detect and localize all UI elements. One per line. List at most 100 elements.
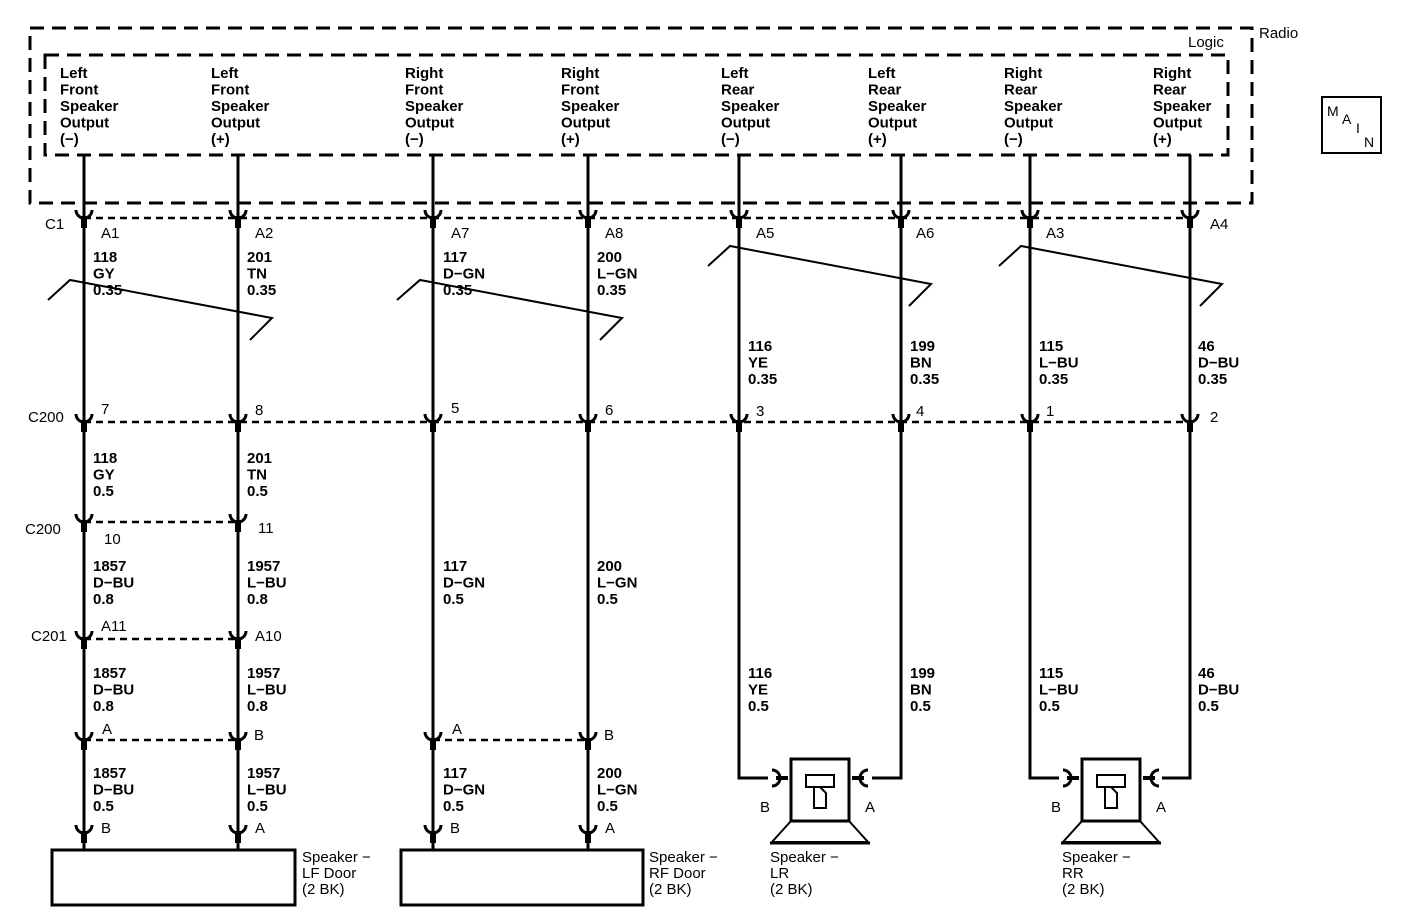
radio-output-3-line-1: Right — [405, 65, 443, 82]
wire-lf-lower2-2-circuit: 1957 — [247, 665, 280, 682]
c200-top-pin-7-male — [1027, 420, 1033, 432]
wire-runs — [82, 155, 1192, 850]
wire-rf-lower2-2-circuit: 200 — [597, 765, 622, 782]
rr-pin-a-male — [1143, 776, 1155, 780]
wire-rear-upper-2-circuit: 199 — [910, 338, 935, 355]
wire-rear-upper-1-circuit: 116 — [748, 338, 772, 355]
pin-labels: A1 A2 A7 A8 A5 A6 A3 A4 7 8 5 6 3 4 1 2 … — [101, 216, 1228, 837]
connector-pin-symbols — [74, 209, 1200, 843]
wire-lf-mid-2-circuit: 201 — [247, 450, 272, 467]
lf-door-speaker-box — [50, 848, 297, 907]
lr-speaker-line3: (2 BK) — [770, 881, 813, 898]
wire-lf-lower1-2-size: 0.8 — [247, 591, 268, 608]
radio-output-7-line-1: Right — [1004, 65, 1042, 82]
twist-marker-rf — [396, 278, 625, 341]
wire-lf-lower2-1-color: D−BU — [93, 682, 134, 699]
main-box-outline — [1321, 96, 1382, 154]
radio-output-1-line-5: (−) — [60, 131, 79, 148]
rr-pin-b: B — [1051, 799, 1061, 816]
wire-lf-mid-1-circuit: 118 — [93, 450, 117, 467]
lf-door-pin-1-male — [81, 831, 87, 843]
radio-output-5-line-4: Output — [721, 115, 770, 132]
pin-label-4: 4 — [916, 403, 924, 420]
wire-front-upper-1-size: 0.35 — [93, 282, 122, 299]
radio-output-4-line-3: Speaker — [561, 98, 620, 115]
wire-lf-lower1-1-color: D−BU — [93, 575, 134, 592]
c200-top-pin-6-male — [898, 420, 904, 432]
wire-rear-lower-1-size: 0.5 — [748, 698, 769, 715]
rr-speaker-magnet-top — [1096, 774, 1126, 788]
c1-pin-1-male — [81, 216, 87, 228]
lr-speaker-magnet-stem — [813, 786, 827, 809]
wire-lf-lower3-1-circuit: 1857 — [93, 765, 126, 782]
radio-output-8-line-3: Speaker — [1153, 98, 1212, 115]
wire-lf-lower3-1-size: 0.5 — [93, 798, 114, 815]
c201-pin-1-male — [81, 637, 87, 649]
wire-rf-lower2-2-size: 0.5 — [597, 798, 618, 815]
radio-output-5-line-1: Left — [721, 65, 749, 82]
radio-module: Radio Logic — [28, 25, 1298, 205]
rf-door-pin-2-male — [585, 831, 591, 843]
wire-circuit-labels: 118GY0.35201TN0.35117D−GN0.35200L−GN0.35… — [93, 249, 1239, 815]
pin-label-a7: A7 — [451, 225, 469, 242]
twist-marker-rr — [998, 244, 1225, 307]
rf-inline-pin-a: A — [452, 721, 462, 738]
wire-rear-lower-1-color: YE — [748, 682, 768, 699]
wire-rf-lower2-2-color: L−GN — [597, 782, 637, 799]
lr-pin-b: B — [760, 799, 770, 816]
lr-speaker-line1: Speaker − — [770, 849, 839, 866]
wire-front-upper-4-circuit: 200 — [597, 249, 622, 266]
radio-output-1-line-4: Output — [60, 115, 109, 132]
connector-names: C1 C200 C200 C201 — [25, 216, 67, 645]
pin-label-a8: A8 — [605, 225, 623, 242]
wire-rf-lower1-2-color: L−GN — [597, 575, 637, 592]
wire-lf-lower3-1-color: D−BU — [93, 782, 134, 799]
radio-output-6-line-3: Speaker — [868, 98, 927, 115]
wire-rf-lower1-1-circuit: 117 — [443, 558, 467, 575]
radio-output-1-line-2: Front — [60, 82, 98, 99]
c200-top-pin-8-male — [1187, 420, 1193, 432]
pin-label-11: 11 — [258, 520, 274, 537]
wire-rear-lower-4-circuit: 46 — [1198, 665, 1215, 682]
wire-rear-lower-3-circuit: 115 — [1039, 665, 1063, 682]
radio-output-1-line-1: Left — [60, 65, 88, 82]
rf-door-speaker-line2: RF Door — [649, 865, 706, 882]
wire-rf-lower2-1-color: D−GN — [443, 782, 485, 799]
wire-rear-lower-3-color: L−BU — [1039, 682, 1079, 699]
c200-mid-pin-2-male — [235, 520, 241, 532]
main-letter-a: A — [1342, 111, 1352, 127]
lr-pin-a-male — [852, 776, 864, 780]
pin-label-6: 6 — [605, 402, 613, 419]
wire-lf-lower3-2-size: 0.5 — [247, 798, 268, 815]
wire-rf-lower1-2-size: 0.5 — [597, 591, 618, 608]
speaker-lf-door: Speaker − LF Door (2 BK) — [50, 848, 371, 907]
rf-inline-pin-1-male — [430, 738, 436, 750]
radio-output-2-line-1: Left — [211, 65, 239, 82]
lr-speaker-magnet-top — [805, 774, 835, 788]
lf-inline-pin-b: B — [254, 727, 264, 744]
c200-top-pin-4-male — [585, 420, 591, 432]
radio-output-3-line-4: Output — [405, 115, 454, 132]
pin-label-1: 1 — [1046, 403, 1054, 420]
twist-marker-lr — [707, 244, 934, 307]
wire-front-upper-4-color: L−GN — [597, 266, 637, 283]
radio-output-5-line-5: (−) — [721, 131, 740, 148]
radio-output-2-line-4: Output — [211, 115, 260, 132]
rf-door-speaker-line3: (2 BK) — [649, 881, 692, 898]
radio-output-2-line-3: Speaker — [211, 98, 270, 115]
pin-label-a3: A3 — [1046, 225, 1064, 242]
radio-output-6-line-5: (+) — [868, 131, 887, 148]
twist-marker-lf — [47, 278, 275, 341]
main-letter-i: I — [1356, 120, 1360, 136]
wire-rear-upper-4-circuit: 46 — [1198, 338, 1215, 355]
wire-lf-mid-2-color: TN — [247, 467, 267, 484]
radio-output-7-line-5: (−) — [1004, 131, 1023, 148]
c1-pin-8-male — [1187, 216, 1193, 228]
c1-pin-6-male — [898, 216, 904, 228]
wire-rr-pos — [1162, 155, 1192, 780]
lf-inline-pin-2-male — [235, 738, 241, 750]
rf-inline-pin-b: B — [604, 727, 614, 744]
radio-output-7-line-2: Rear — [1004, 82, 1038, 99]
c1-pin-3-male — [430, 216, 436, 228]
